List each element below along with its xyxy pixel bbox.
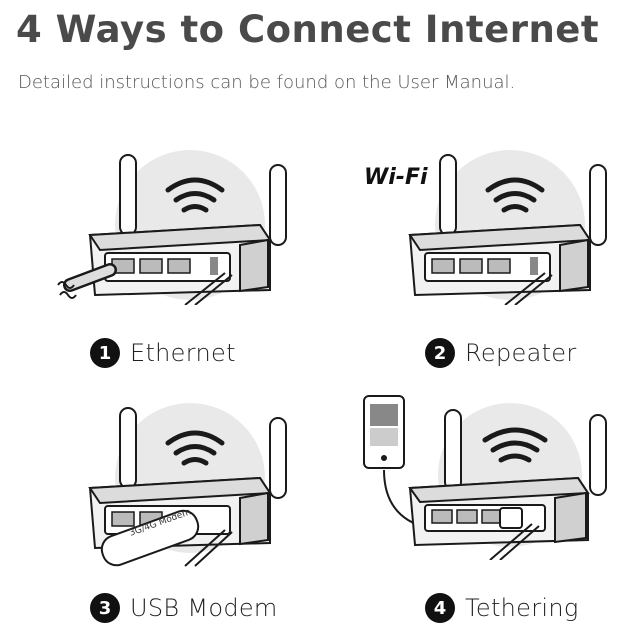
method-label: Tethering — [465, 594, 579, 622]
step-number-badge: 3 — [90, 593, 120, 623]
tethering-illustration — [350, 390, 620, 560]
method-label: USB Modem — [130, 594, 278, 622]
step-number-badge: 1 — [90, 338, 120, 368]
method-ethernet: 1 Ethernet — [90, 338, 236, 368]
page-subtitle: Detailed instructions can be found on th… — [18, 72, 516, 93]
method-tethering: 4 Tethering — [425, 593, 579, 623]
method-repeater: 2 Repeater — [425, 338, 577, 368]
wifi-logo: Wi-Fi — [364, 165, 428, 190]
usb-modem-illustration: 3G/4G Modem — [50, 398, 330, 567]
step-number-badge: 2 — [425, 338, 455, 368]
method-label: Ethernet — [130, 339, 236, 367]
step-number-badge: 4 — [425, 593, 455, 623]
repeater-illustration — [360, 145, 633, 305]
ethernet-illustration — [50, 145, 330, 305]
page-title: 4 Ways to Connect Internet — [16, 8, 600, 51]
method-label: Repeater — [465, 339, 577, 367]
method-usb-modem: 3 USB Modem — [90, 593, 278, 623]
